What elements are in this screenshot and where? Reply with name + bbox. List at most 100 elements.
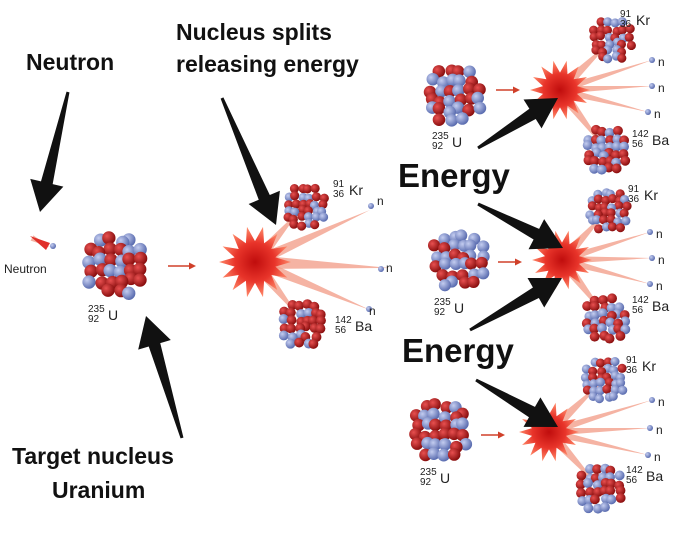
n-label-center-2: n bbox=[386, 261, 393, 275]
n-label-center-3: n bbox=[369, 304, 376, 318]
uranium-label-mass: 235 bbox=[88, 304, 105, 315]
arrow-target bbox=[138, 316, 184, 439]
ray-c-3 bbox=[252, 256, 370, 310]
neutron-g2-2 bbox=[649, 255, 655, 261]
neutron-callout: Neutron bbox=[26, 49, 115, 75]
neutron-g3-1 bbox=[649, 397, 655, 403]
target-callout-line1: Target nucleus bbox=[12, 443, 174, 469]
energy-callout-1: Energy bbox=[398, 157, 510, 194]
uranium-nucleus-3 bbox=[409, 398, 473, 462]
splits-callout-line1: Nucleus splits bbox=[176, 19, 332, 45]
neutron-g3-3 bbox=[645, 452, 651, 458]
uranium-label-1-symbol: U bbox=[452, 134, 463, 150]
barium-label-3-number: 56 bbox=[626, 475, 638, 486]
krypton-nucleus-2 bbox=[585, 188, 632, 234]
arrow-energy-1a bbox=[477, 98, 558, 150]
barium-label-2-mass: 142 bbox=[632, 295, 649, 306]
reaction-arrow-g2 bbox=[498, 258, 522, 266]
neutron-g2-3 bbox=[647, 281, 653, 287]
neutron-g2-1 bbox=[647, 229, 653, 235]
arrow-energy-2b bbox=[475, 378, 558, 427]
neutron-g1-1 bbox=[649, 57, 655, 63]
reaction-arrow-g1 bbox=[496, 86, 520, 94]
krypton-label-2-symbol: Kr bbox=[644, 187, 658, 203]
barium-label-center-symbol: Ba bbox=[355, 318, 373, 334]
uranium-target-nucleus bbox=[82, 231, 148, 300]
arrow-energy-1b bbox=[477, 202, 563, 250]
n-label-g3-1: n bbox=[658, 395, 665, 409]
neutron-center-1 bbox=[368, 203, 374, 209]
krypton-label-1-symbol: Kr bbox=[636, 12, 650, 28]
uranium-label-1-number: 92 bbox=[432, 141, 444, 152]
barium-label-1-mass: 142 bbox=[632, 129, 649, 140]
uranium-label-3-mass: 235 bbox=[420, 467, 437, 478]
krypton-label-center-mass: 91 bbox=[333, 179, 345, 190]
uranium-label-2-mass: 235 bbox=[434, 297, 451, 308]
n-label-g2-2: n bbox=[658, 253, 665, 267]
barium-label-3-mass: 142 bbox=[626, 465, 643, 476]
barium-label-center-mass: 142 bbox=[335, 315, 352, 326]
n-label-g1-2: n bbox=[658, 81, 665, 95]
krypton-nucleus-center bbox=[283, 183, 329, 231]
krypton-label-2-number: 36 bbox=[628, 194, 640, 205]
energy-callout-2: Energy bbox=[402, 332, 514, 369]
ray-c-2 bbox=[254, 255, 390, 269]
uranium-label-number: 92 bbox=[88, 314, 100, 325]
barium-nucleus-center bbox=[278, 299, 326, 349]
neutron-g1-3 bbox=[645, 109, 651, 115]
uranium-label-3-number: 92 bbox=[420, 477, 432, 488]
n-label-g2-3: n bbox=[656, 279, 663, 293]
barium-nucleus-3 bbox=[575, 463, 626, 514]
barium-label-2-symbol: Ba bbox=[652, 298, 670, 314]
krypton-label-3-number: 36 bbox=[626, 365, 638, 376]
barium-nucleus-2 bbox=[581, 293, 631, 344]
splits-callout-line2: releasing energy bbox=[176, 51, 359, 77]
ray-g3-2 bbox=[548, 428, 650, 436]
n-label-center-1: n bbox=[377, 194, 384, 208]
barium-label-3-symbol: Ba bbox=[646, 468, 664, 484]
n-label-g3-3: n bbox=[654, 450, 661, 464]
arrow-energy-2a bbox=[469, 277, 562, 332]
uranium-label-symbol: U bbox=[108, 307, 119, 323]
krypton-label-2-mass: 91 bbox=[628, 184, 640, 195]
krypton-label-center-number: 36 bbox=[333, 189, 345, 200]
uranium-label-2-number: 92 bbox=[434, 307, 446, 318]
ray-c-1 bbox=[252, 210, 370, 268]
reaction-arrow-g3 bbox=[481, 431, 505, 439]
uranium-nucleus-2 bbox=[427, 229, 490, 292]
krypton-label-1-mass: 91 bbox=[620, 9, 632, 20]
barium-label-2-number: 56 bbox=[632, 305, 644, 316]
neutron-center-2 bbox=[378, 266, 384, 272]
barium-nucleus-1 bbox=[582, 124, 631, 175]
arrow-neutron bbox=[30, 91, 70, 212]
barium-label-1-number: 56 bbox=[632, 139, 644, 150]
uranium-label-3-symbol: U bbox=[440, 470, 451, 486]
barium-label-1-symbol: Ba bbox=[652, 132, 670, 148]
krypton-label-1-number: 36 bbox=[620, 19, 632, 30]
ray-g3-1 bbox=[547, 400, 652, 436]
krypton-nucleus-3 bbox=[580, 357, 628, 404]
incoming-neutron bbox=[50, 243, 56, 249]
uranium-label-2-symbol: U bbox=[454, 300, 465, 316]
krypton-label-3-symbol: Kr bbox=[642, 358, 656, 374]
ray-g2-1 bbox=[560, 232, 650, 264]
reaction-arrow-1 bbox=[168, 262, 196, 270]
central-burst bbox=[219, 226, 291, 298]
ray-g2-3 bbox=[560, 256, 650, 284]
n-label-g1-3: n bbox=[654, 107, 661, 121]
n-label-g2-1: n bbox=[656, 227, 663, 241]
uranium-label-1-mass: 235 bbox=[432, 131, 449, 142]
incoming-neutron-streak bbox=[30, 236, 50, 250]
krypton-nucleus-1 bbox=[589, 17, 636, 64]
